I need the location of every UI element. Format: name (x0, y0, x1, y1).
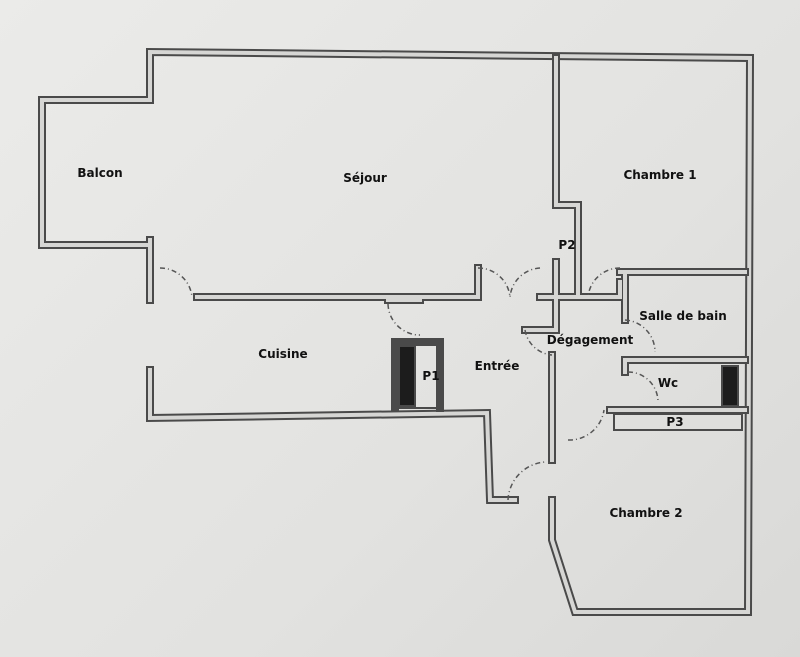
label-salle-de-bain: Salle de bain (639, 309, 727, 323)
door-chambre1 (587, 267, 621, 298)
door-sejour-cuisine (159, 267, 193, 298)
label-p3: P3 (666, 415, 683, 429)
label-wc: Wc (658, 376, 678, 390)
door-wc (627, 371, 659, 403)
label-p1: P1 (422, 369, 439, 383)
p1-closet (394, 341, 441, 409)
label-p2: P2 (558, 238, 575, 252)
doors (159, 267, 659, 501)
walls (38, 47, 755, 616)
label-balcon: Balcon (77, 166, 122, 180)
p3-closet (613, 413, 743, 431)
label-sejour: Séjour (343, 171, 387, 185)
door-chambre2 (567, 409, 605, 441)
label-cuisine: Cuisine (258, 347, 307, 361)
duct-kitchen (398, 345, 416, 407)
duct-wc (721, 365, 739, 407)
door-degagement (524, 329, 553, 356)
wall-interior (193, 54, 749, 464)
door-salle-de-bain (624, 319, 656, 353)
label-chambre1: Chambre 1 (623, 168, 696, 182)
door-entrance (507, 461, 546, 501)
door-cuisine-entree (387, 303, 421, 336)
label-chambre2: Chambre 2 (609, 506, 682, 520)
label-entree: Entrée (475, 359, 520, 373)
label-degagement: Dégagement (547, 333, 634, 347)
room-labels: Balcon Séjour Chambre 1 P2 Salle de bain… (77, 166, 726, 520)
wall-outer (38, 47, 755, 616)
door-sejour-entree (477, 267, 541, 298)
